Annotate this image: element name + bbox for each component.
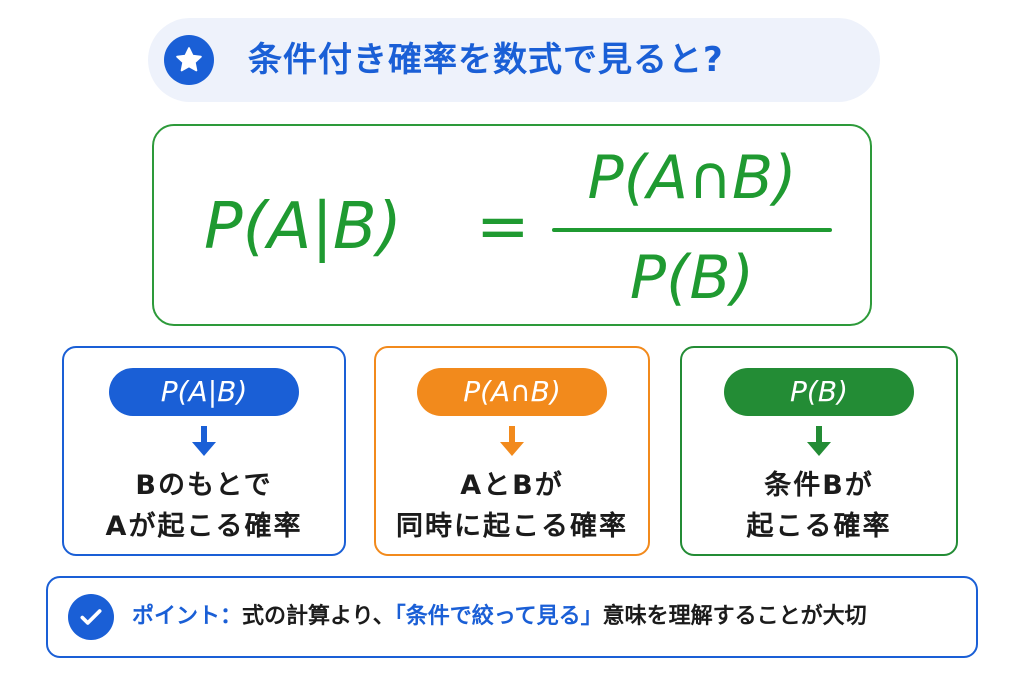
arrow-down-icon — [807, 426, 831, 456]
arrow-down-icon — [500, 426, 524, 456]
fraction-bar — [552, 228, 832, 232]
card-line-1: Bのもとで — [135, 470, 273, 501]
card-line-1: 条件Bが — [764, 470, 874, 501]
card-conditional: P(A|B) Bのもとで Aが起こる確率 — [62, 346, 346, 556]
point-text: ポイント：式の計算より、「条件で絞って見る」意味を理解することが大切 — [132, 578, 867, 656]
card-line-2: 同時に起こる確率 — [396, 511, 628, 542]
check-icon — [68, 594, 114, 640]
card-pill-condition: P(B) — [724, 368, 914, 416]
title-banner: 条件付き確率を数式で見ると? — [148, 18, 880, 102]
card-line-1: AとBが — [460, 470, 564, 501]
formula-denominator: P(B) — [629, 243, 755, 313]
card-line-2: Aが起こる確率 — [105, 511, 303, 542]
formula-numerator: P(A∩B) — [587, 143, 797, 213]
point-text-after: 意味を理解することが大切 — [602, 604, 867, 629]
point-text-before: 式の計算より、 — [242, 604, 395, 629]
card-line-2: 起こる確率 — [746, 511, 892, 542]
formula-lhs: P(A|B) — [204, 190, 402, 264]
point-box: ポイント：式の計算より、「条件で絞って見る」意味を理解することが大切 — [46, 576, 978, 658]
card-condition: P(B) 条件Bが 起こる確率 — [680, 346, 958, 556]
formula-box: P(A|B) = P(A∩B) P(B) — [152, 124, 872, 326]
star-icon — [164, 35, 214, 85]
formula-equals: = — [476, 190, 530, 264]
card-pill-conditional: P(A|B) — [109, 368, 299, 416]
point-label: ポイント： — [132, 604, 243, 629]
card-pill-intersection: P(A∩B) — [417, 368, 607, 416]
card-intersection: P(A∩B) AとBが 同時に起こる確率 — [374, 346, 650, 556]
point-highlight: 「条件で絞って見る」 — [394, 604, 603, 629]
arrow-down-icon — [192, 426, 216, 456]
page-title: 条件付き確率を数式で見ると? — [248, 40, 724, 80]
